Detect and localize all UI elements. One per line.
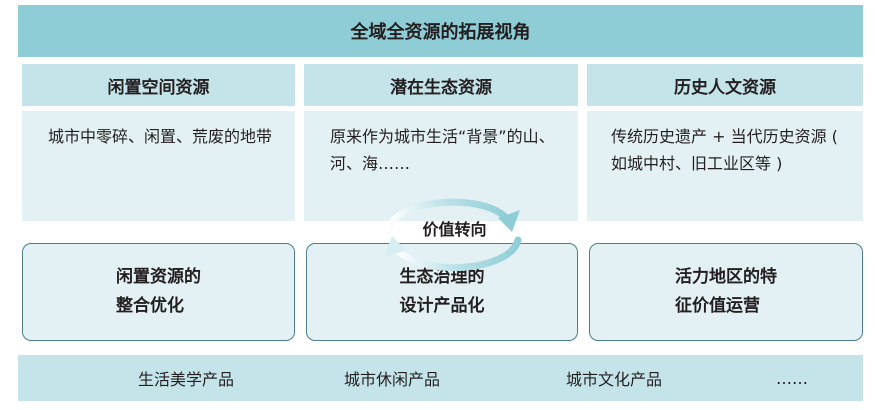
result-box-ecology: 生态治理的 设计产品化	[306, 243, 578, 341]
circular-arrow-icon	[368, 188, 538, 280]
column-header-heritage: 历史人文资源	[587, 64, 863, 106]
column-description-heritage: 传统历史遗产 + 当代历史资源 ( 如城中村、旧工业区等 )	[587, 111, 863, 221]
product-band	[18, 355, 863, 401]
column-header-ecology: 潜在生态资源	[304, 64, 578, 106]
product-item-more: ……	[776, 368, 808, 388]
result-text-ecology: 生态治理的 设计产品化	[399, 267, 485, 316]
result-text-idle-space: 闲置资源的 整合优化	[116, 267, 201, 316]
product-item-culture: 城市文化产品	[566, 370, 663, 389]
result-box-idle-space: 闲置资源的 整合优化	[22, 243, 295, 341]
product-item-leisure: 城市休闲产品	[344, 370, 441, 389]
column-header-idle-space: 闲置空间资源	[22, 64, 295, 106]
column-description-idle-space: 城市中零碎、闲置、荒废的地带	[22, 111, 295, 221]
result-text-heritage: 活力地区的特 征价值运营	[675, 267, 777, 316]
product-item-lifestyle: 生活美学产品	[138, 370, 235, 389]
pivot-label: 价值转向	[422, 220, 487, 239]
result-box-heritage: 活力地区的特 征价值运营	[589, 243, 863, 341]
diagram-title: 全域全资源的拓展视角	[18, 5, 863, 57]
